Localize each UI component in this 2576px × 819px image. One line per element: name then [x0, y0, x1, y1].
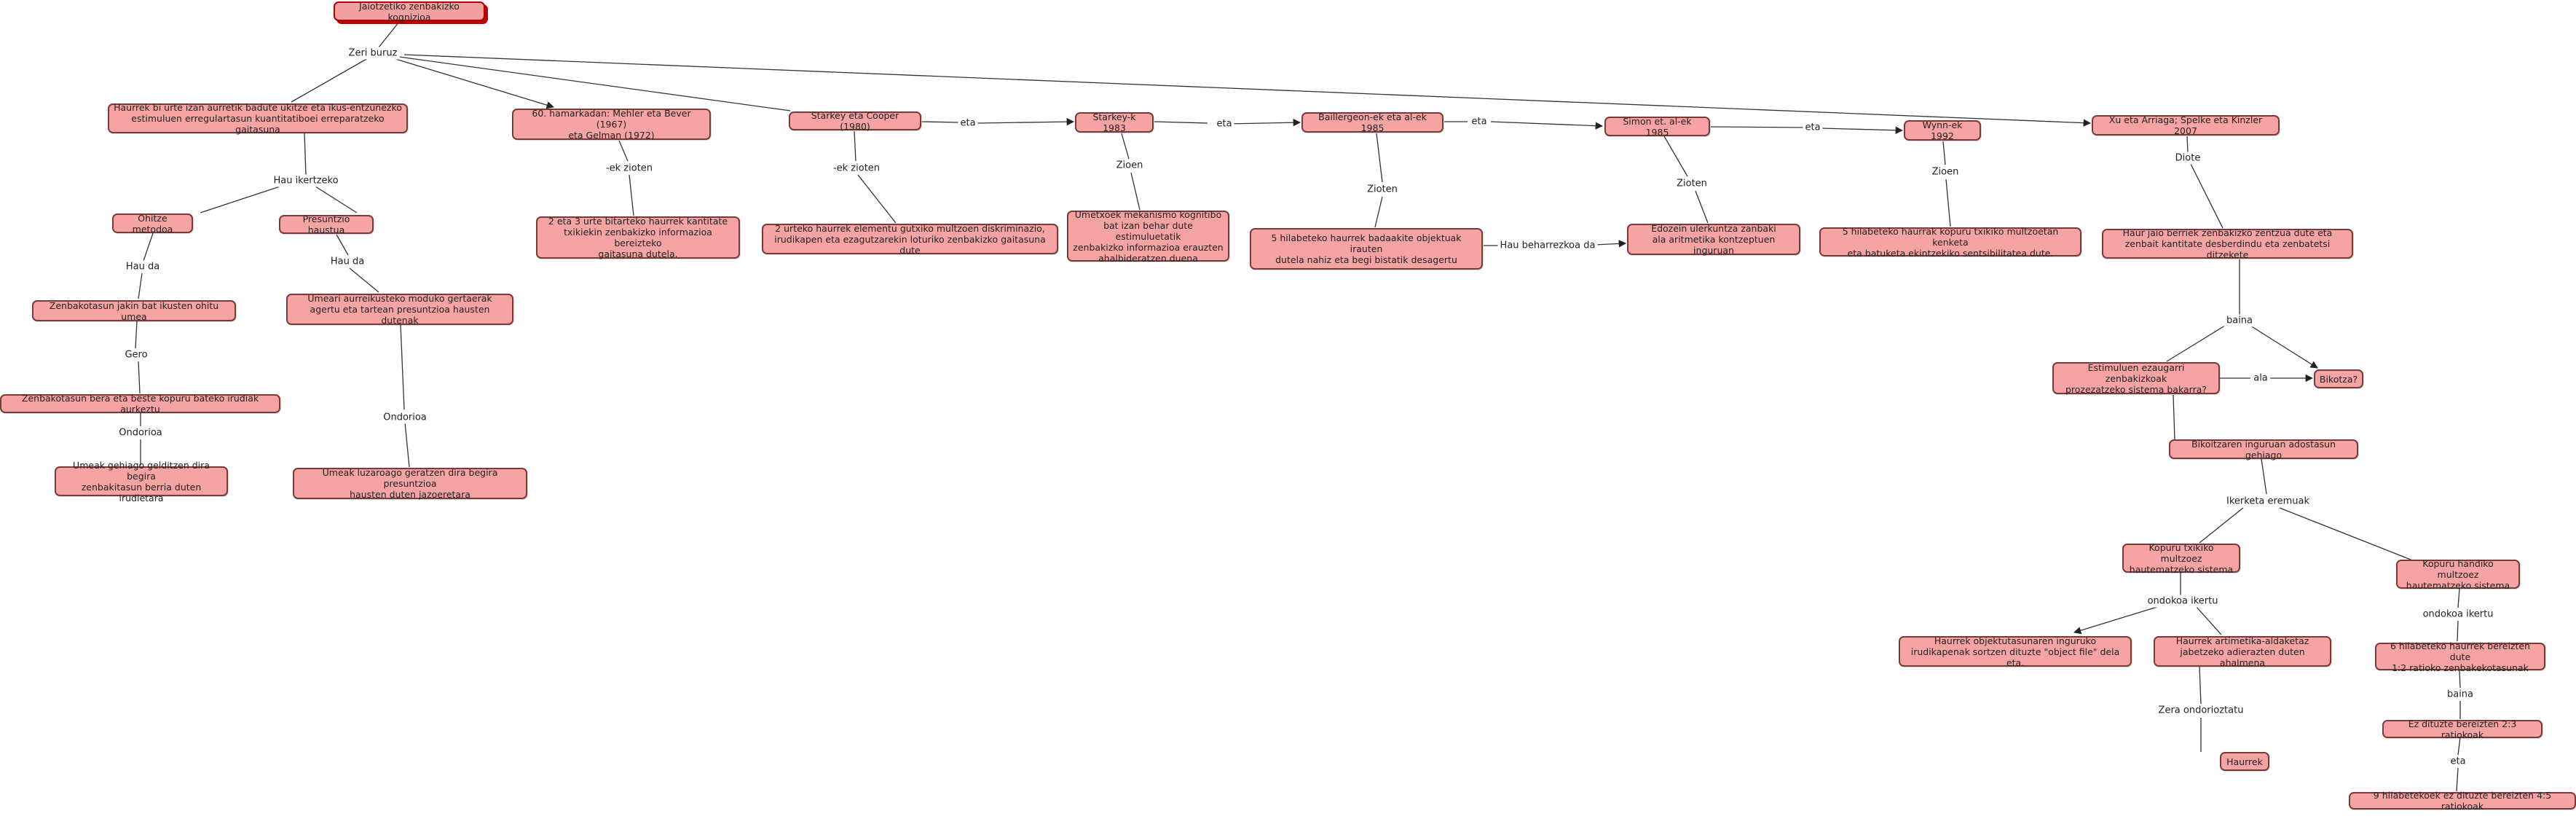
link-label-ek-zioten: -ek zioten	[603, 162, 655, 175]
link-label-diote: Diote	[2173, 152, 2203, 165]
concept-umeari-aurreikusteko[interactable]: Umeari aurreikusteko moduko gertaerak ag…	[286, 293, 513, 326]
link-label-zera-ondorioztatu: Zera ondorioztatu	[2156, 704, 2246, 717]
concept-umeak-gelditzen[interactable]: Umeak gehiago gelditzen dira begira zenb…	[55, 460, 228, 503]
concept-starkey-1983[interactable]: Starkey-k 1983	[1075, 111, 1154, 133]
concept-bikotza[interactable]: Bikotza?	[2314, 369, 2363, 388]
concept-ez-2-3[interactable]: Ez dituzte bereizten 2:3 ratiokoak	[2382, 718, 2542, 740]
link-label-zioen: Zioen	[1114, 159, 1146, 172]
concept-2-urteko[interactable]: 2 urteko haurrek elementu gutxiko multzo…	[762, 223, 1058, 256]
link-label-baina: baina	[2224, 314, 2256, 327]
concept-wynn[interactable]: Wynn-ek 1992	[1904, 119, 1981, 141]
link-label-zioten: Zioten	[1365, 183, 1400, 196]
link-label-baina: baina	[2444, 688, 2476, 701]
link-label-zioten: Zioten	[1674, 177, 1709, 190]
link-label-eta: eta	[1469, 115, 1489, 128]
link-label-ondorioa: Ondorioa	[117, 426, 165, 439]
concept-6-hilabeteko[interactable]: 6 hilabeteko haurrek bereizten dute 1:2 …	[2375, 640, 2545, 673]
link-label-zeri-buruz: Zeri buruz	[346, 47, 400, 60]
concept-simon[interactable]: Simon et. al-ek 1985	[1604, 116, 1710, 138]
concept-presuntzio-haustua[interactable]: Presuntzio haustua	[279, 213, 374, 235]
link-label-ala: ala	[2251, 372, 2270, 385]
concept-umetxoek[interactable]: Umetxoek mekanismo kognitibo bat izan be…	[1067, 209, 1229, 264]
concept-bikoitzaren[interactable]: Bikoitzaren inguruan adostasun gehiago	[2169, 439, 2358, 461]
link-label-hau-beharrezkoa: Hau beharrezkoa da	[1497, 239, 1598, 252]
link-label-eta: eta	[958, 117, 978, 130]
concept-object-file[interactable]: Haurrek objektutasunaren inguruko irudik…	[1899, 635, 2132, 668]
concept-xu-arriaga[interactable]: Xu eta Arriaga; Spelke eta Kinzler 2007	[2092, 114, 2280, 136]
concept-estimuluen[interactable]: Estimuluen ezaugarri zenbakizkoak prozez…	[2052, 362, 2220, 395]
concept-zenbakotasun-bera[interactable]: Zenbakotasun bera eta beste kopuru batek…	[0, 393, 280, 415]
link-label-hau-ikertzeko: Hau ikertzeko	[271, 174, 341, 187]
concept-root[interactable]: Jaiotzetiko zenbakizko kognizioa	[334, 1, 485, 23]
concept-zenbakotasun-jakin[interactable]: Zenbakotasun jakin bat ikusten ohitu ume…	[32, 300, 236, 322]
link-label-zioen: Zioen	[1929, 165, 1961, 179]
link-label-eta: eta	[2448, 755, 2468, 768]
link-label-hau-da: Hau da	[123, 260, 162, 273]
concept-5-hilabeteko-kopuru[interactable]: 5 hilabeteko haurrak kopuru txikiko mult…	[1819, 226, 2081, 259]
link-label-ek-zioten: -ek zioten	[830, 162, 883, 175]
concept-haur-jaio-berriek[interactable]: Haur jaio berriek zenbakizko zentzua dut…	[2102, 227, 2353, 260]
concept-edozein-ulerkuntza[interactable]: Edozein ulerkuntza zanbaki ala aritmetik…	[1627, 223, 1800, 256]
link-label-eta: eta	[1803, 121, 1823, 134]
concept-baillargeon[interactable]: Baillergeon-ek eta al-ek 1985	[1301, 111, 1443, 133]
concept-starkey-cooper[interactable]: Starkey eta Cooper (1980)	[789, 110, 921, 132]
link-label-gero: Gero	[122, 348, 150, 361]
concept-aritmetika[interactable]: Haurrek artimetika-aldaketaz jabetzeko a…	[2154, 635, 2331, 668]
concept-2-eta-3-urte[interactable]: 2 eta 3 urte bitarteko haurrek kantitate…	[536, 216, 740, 259]
concept-haurrek[interactable]: Haurrek	[2220, 752, 2269, 771]
concept-5-hilabeteko-badaakite[interactable]: 5 hilabeteko haurrek badaakite objektuak…	[1250, 228, 1483, 270]
concept-umeak-luzaroago[interactable]: Umeak luzaroago geratzen dira begira pre…	[293, 467, 527, 500]
link-label-hau-da: Hau da	[328, 255, 367, 268]
concept-kopuru-handi[interactable]: Kopuru handiko multzoez hautematzeko sis…	[2396, 558, 2520, 591]
concept-kopuru-txiki[interactable]: Kopuru txikiko multzoez hautematzeko sis…	[2122, 542, 2240, 575]
link-label-ikerketa-eremuak: Ikerketa eremuak	[2224, 495, 2312, 508]
link-label-ondokoa-ikertu: ondokoa ikertu	[2145, 595, 2221, 608]
concept-bi-urte[interactable]: Haurrek bi urte izan aurretik badute uki…	[108, 102, 408, 135]
concept-mehler-gelman[interactable]: 60. hamarkadan: Mehler eta Bever (1967) …	[512, 108, 711, 141]
link-label-eta: eta	[1214, 117, 1234, 130]
concept-ohitze-metodoa[interactable]: Ohitze metodoa	[112, 213, 193, 235]
link-label-ondokoa-ikertu: ondokoa ikertu	[2420, 608, 2496, 621]
concept-9-hilabetekoek[interactable]: 9 hilabetekoek ez dituzte bereizten 4:5 …	[2349, 790, 2576, 812]
link-label-ondorioa: Ondorioa	[381, 411, 429, 424]
